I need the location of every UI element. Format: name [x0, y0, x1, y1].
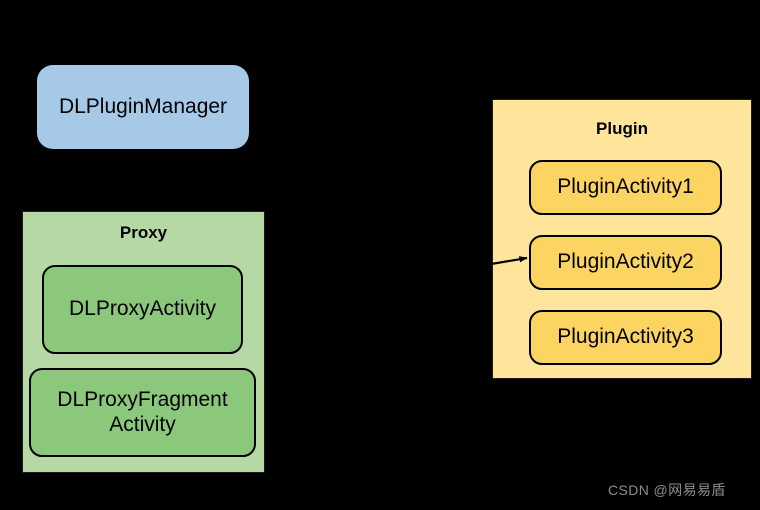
node-dl-plugin-manager[interactable]: DLPluginManager [37, 65, 249, 149]
node-plugin-activity-2-label: PluginActivity2 [557, 250, 694, 274]
node-dl-proxy-fragment-activity[interactable]: DLProxyFragment Activity [29, 368, 256, 457]
node-plugin-activity-1-label: PluginActivity1 [557, 175, 694, 199]
node-dl-proxy-activity-label: DLProxyActivity [68, 297, 217, 321]
node-plugin-activity-3[interactable]: PluginActivity3 [529, 310, 722, 365]
node-plugin-activity-1[interactable]: PluginActivity1 [529, 160, 722, 215]
group-proxy-title: Proxy [119, 223, 168, 242]
watermark: CSDN @网易易盾 [608, 482, 726, 498]
node-dl-plugin-manager-label: DLPluginManager [58, 94, 228, 118]
node-plugin-activity-2[interactable]: PluginActivity2 [529, 235, 722, 290]
node-dl-proxy-activity[interactable]: DLProxyActivity [42, 265, 243, 354]
group-plugin-title: Plugin [596, 119, 648, 138]
node-plugin-activity-3-label: PluginActivity3 [557, 325, 694, 349]
node-dl-proxy-fragment-activity-label: DLProxyFragment Activity [57, 387, 228, 436]
